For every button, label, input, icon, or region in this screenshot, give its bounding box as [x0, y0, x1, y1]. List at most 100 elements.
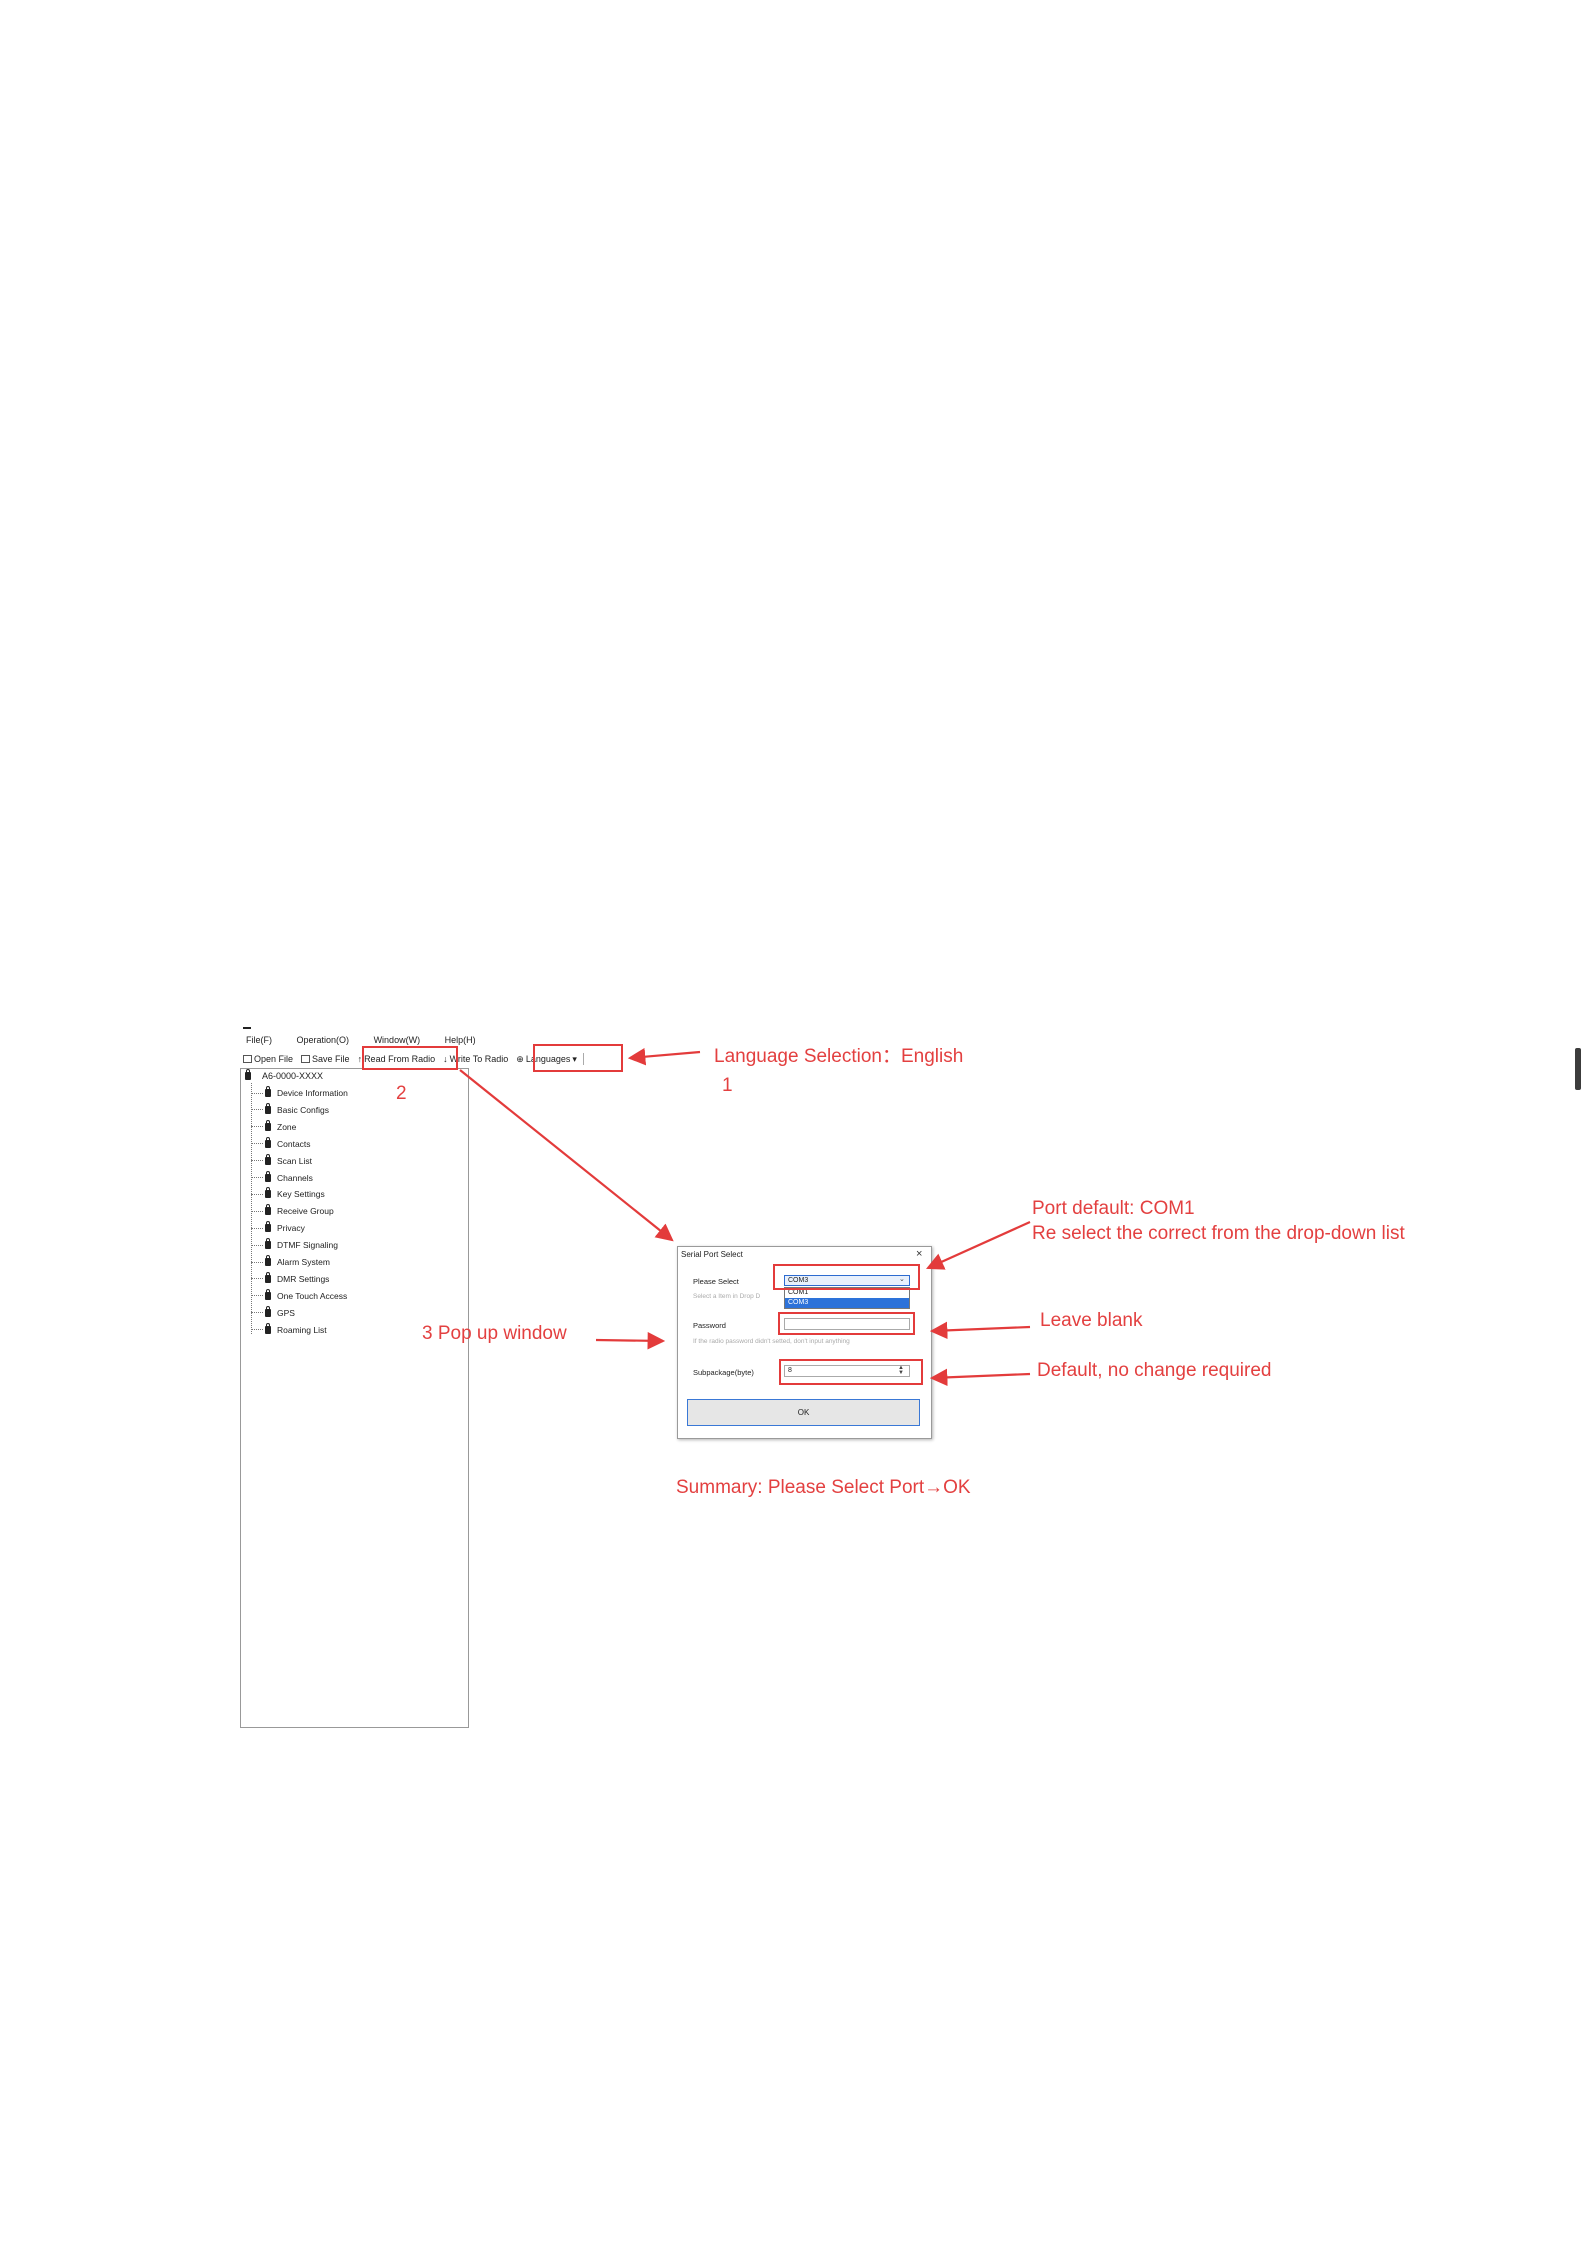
- tree-item[interactable]: GPS: [251, 1305, 295, 1320]
- scrollbar-thumb[interactable]: [1575, 1048, 1581, 1090]
- radio-icon: [265, 1322, 271, 1334]
- tree-connector-line: [251, 1278, 263, 1280]
- tree-item[interactable]: DTMF Signaling: [251, 1238, 338, 1252]
- tree-item[interactable]: Channels: [251, 1170, 313, 1185]
- radio-icon: [265, 1221, 271, 1233]
- menu-window[interactable]: Window(W): [373, 1035, 421, 1045]
- tree-item-label: Alarm System: [277, 1257, 330, 1267]
- port-option-selected[interactable]: COM3: [785, 1298, 909, 1308]
- arrow-popup: [595, 1331, 666, 1350]
- radio-icon: [265, 1271, 271, 1283]
- radio-icon: [265, 1136, 271, 1148]
- port-option[interactable]: COM1: [788, 1289, 809, 1296]
- tree-connector-line: [251, 1126, 263, 1128]
- select-hint: Select a Item in Drop D: [693, 1293, 761, 1300]
- tree-connector-line: [251, 1312, 263, 1314]
- globe-icon: ⊕: [516, 1053, 524, 1064]
- close-icon[interactable]: ×: [916, 1248, 923, 1260]
- languages-label: Languages: [525, 1054, 571, 1064]
- tree-root[interactable]: A6-0000-XXXX: [245, 1069, 324, 1081]
- annotation-step-1: 1: [722, 1075, 733, 1096]
- tree-item[interactable]: DMR Settings: [251, 1271, 330, 1286]
- tree-connector-line: [251, 1109, 263, 1111]
- languages-button[interactable]: ⊕ Languages ▾: [516, 1053, 584, 1065]
- tree-connector-line: [251, 1210, 263, 1212]
- write-to-radio-label: Write To Radio: [449, 1054, 509, 1064]
- subpackage-field[interactable]: 8: [784, 1365, 910, 1377]
- read-from-radio-button[interactable]: ↑ Read From Radio: [358, 1054, 436, 1064]
- tree-item[interactable]: Basic Configs: [251, 1102, 329, 1117]
- menu-bar: File(F) Operation(O) Window(W) Help(H): [246, 1035, 498, 1045]
- save-icon: [301, 1055, 311, 1063]
- tree-connector-line: [251, 1261, 263, 1263]
- save-file-button[interactable]: Save File: [301, 1054, 350, 1064]
- open-file-button[interactable]: Open File: [243, 1054, 293, 1064]
- tree-connector-line: [251, 1160, 263, 1162]
- save-file-label: Save File: [312, 1054, 350, 1064]
- radio-icon: [245, 1069, 251, 1080]
- tree-item[interactable]: Receive Group: [251, 1204, 334, 1218]
- arrow-password: [929, 1321, 1031, 1340]
- tree-item[interactable]: One Touch Access: [251, 1288, 347, 1303]
- tree-item-label: Receive Group: [277, 1206, 334, 1217]
- tree-root-label: A6-0000-XXXX: [262, 1071, 324, 1081]
- annotation-reselect: Re select the correct from the drop-down…: [1032, 1223, 1405, 1244]
- port-dropdown-list: COM1 COM3: [784, 1287, 910, 1309]
- tree-item-label: Key Settings: [277, 1189, 325, 1200]
- tree-item-label: Roaming List: [277, 1324, 327, 1335]
- menu-file[interactable]: File(F): [246, 1035, 272, 1045]
- highlight-password: [778, 1312, 915, 1335]
- chevron-down-icon[interactable]: ⌄: [899, 1276, 905, 1283]
- tree-connector-line: [251, 1244, 263, 1246]
- tree-connector-line: [251, 1193, 263, 1195]
- radio-icon: [265, 1204, 271, 1216]
- tree-connector-line: [251, 1177, 263, 1178]
- tree-item-label: Device Information: [277, 1088, 348, 1098]
- password-label: Password: [693, 1321, 726, 1330]
- arrow-port: [925, 1220, 1031, 1270]
- arrow-language: [627, 1047, 701, 1066]
- tree-item[interactable]: Zone: [251, 1119, 296, 1134]
- menu-operation[interactable]: Operation(O): [296, 1035, 350, 1045]
- highlight-languages: [533, 1044, 623, 1072]
- highlight-subpackage: [779, 1359, 923, 1385]
- open-file-label: Open File: [254, 1054, 294, 1064]
- tree-item-label: DTMF Signaling: [277, 1240, 338, 1251]
- tree-item-label: Scan List: [277, 1155, 312, 1166]
- annotation-summary: Summary: Please Select Port→OK: [676, 1477, 971, 1498]
- tree-item-label: DMR Settings: [277, 1273, 330, 1284]
- radio-icon: [265, 1288, 271, 1300]
- tree-connector: [251, 1083, 252, 1334]
- tree-item[interactable]: Contacts: [251, 1136, 311, 1151]
- subpackage-label: Subpackage(byte): [693, 1368, 754, 1377]
- annotation-language: Language Selection：English: [714, 1046, 964, 1067]
- tree-connector-line: [251, 1143, 263, 1145]
- download-icon: ↓: [443, 1054, 448, 1064]
- arrow-subpackage: [929, 1368, 1031, 1387]
- tree-item[interactable]: Key Settings: [251, 1187, 325, 1201]
- tree-item-label: GPS: [277, 1307, 295, 1318]
- port-select[interactable]: COM3: [784, 1275, 910, 1286]
- tree-item[interactable]: Scan List: [251, 1153, 312, 1168]
- tree-item[interactable]: Privacy: [251, 1221, 305, 1235]
- menu-help[interactable]: Help(H): [444, 1035, 476, 1045]
- ok-button[interactable]: OK: [687, 1399, 920, 1426]
- tree-item[interactable]: Roaming List: [251, 1322, 327, 1337]
- radio-icon: [265, 1187, 271, 1199]
- write-to-radio-button[interactable]: ↓ Write To Radio: [443, 1054, 508, 1064]
- tree-item[interactable]: Device Information: [251, 1086, 348, 1100]
- tree-item[interactable]: Alarm System: [251, 1255, 330, 1269]
- read-from-radio-label: Read From Radio: [364, 1054, 436, 1064]
- upload-icon: ↑: [357, 1054, 363, 1064]
- radio-icon: [265, 1170, 271, 1182]
- tree-item-label: Contacts: [277, 1138, 311, 1149]
- tree-item-label: Privacy: [277, 1223, 305, 1234]
- highlight-port-select: [773, 1264, 920, 1290]
- radio-icon: [265, 1153, 271, 1165]
- please-select-label: Please Select: [693, 1277, 739, 1286]
- radio-icon: [265, 1102, 271, 1114]
- password-field[interactable]: [784, 1318, 910, 1330]
- radio-icon: [265, 1238, 271, 1250]
- spinner-icon[interactable]: ▲▼: [898, 1365, 904, 1376]
